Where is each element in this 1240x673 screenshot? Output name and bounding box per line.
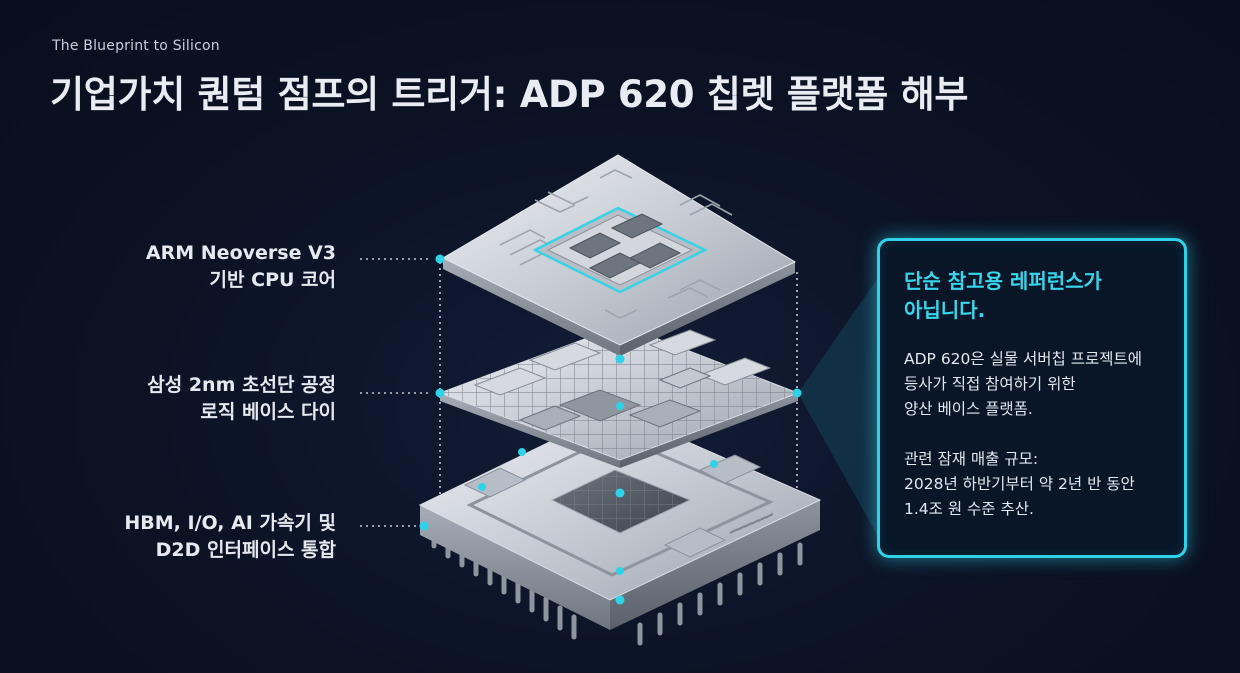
callout-body-line: 1.4조 원 수준 추산. — [904, 500, 1034, 518]
layer-label-line: 삼성 2nm 초선단 공정 — [147, 374, 336, 396]
callout-body-line: ADP 620은 실물 서버칩 프로젝트에 — [904, 350, 1143, 368]
callout-body-line: 양산 베이스 플랫폼. — [904, 400, 1033, 418]
layer-label-line: ARM Neoverse V3 — [145, 242, 336, 264]
callout-heading-line: 아닙니다. — [904, 298, 986, 322]
cpu-core-die-layer — [435, 154, 797, 364]
layer-label-logic-base-die: 삼성 2nm 초선단 공정 로직 베이스 다이 — [147, 372, 336, 426]
layer-label-cpu-core: ARM Neoverse V3 기반 CPU 코어 — [146, 240, 336, 294]
callout-body: ADP 620은 실물 서버칩 프로젝트에 등사가 직접 참여하기 위한 양산 … — [904, 347, 1162, 522]
callout-body-line: 등사가 직접 참여하기 위한 — [904, 375, 1076, 393]
callout-box: 단순 참고용 레퍼런스가 아닙니다. ADP 620은 실물 서버칩 프로젝트에… — [877, 238, 1187, 558]
package-substrate-layer — [418, 409, 822, 646]
layer-label-line: 기반 CPU 코어 — [209, 269, 336, 291]
layer-label-integration: HBM, I/O, AI 가속기 및 D2D 인터페이스 통합 — [124, 510, 336, 564]
layer-label-line: 로직 베이스 다이 — [200, 401, 336, 423]
logic-base-die-layer — [435, 324, 802, 498]
callout-beam — [798, 275, 880, 540]
callout-spacer — [904, 422, 1162, 447]
layer-label-line: D2D 인터페이스 통합 — [155, 539, 336, 561]
page-title: 기업가치 퀀텀 점프의 트리거: ADP 620 칩렛 플랫폼 해부 — [50, 73, 969, 116]
page-eyebrow: The Blueprint to Silicon — [52, 38, 220, 54]
layer-label-line: HBM, I/O, AI 가속기 및 — [124, 512, 336, 534]
callout-body-line: 2028년 하반기부터 약 2년 반 동안 — [904, 475, 1135, 493]
callout-body-line: 관련 잠재 매출 규모: — [904, 450, 1039, 468]
callout-heading-line: 단순 참고용 레퍼런스가 — [904, 269, 1102, 293]
callout-heading: 단순 참고용 레퍼런스가 아닙니다. — [904, 267, 1162, 325]
